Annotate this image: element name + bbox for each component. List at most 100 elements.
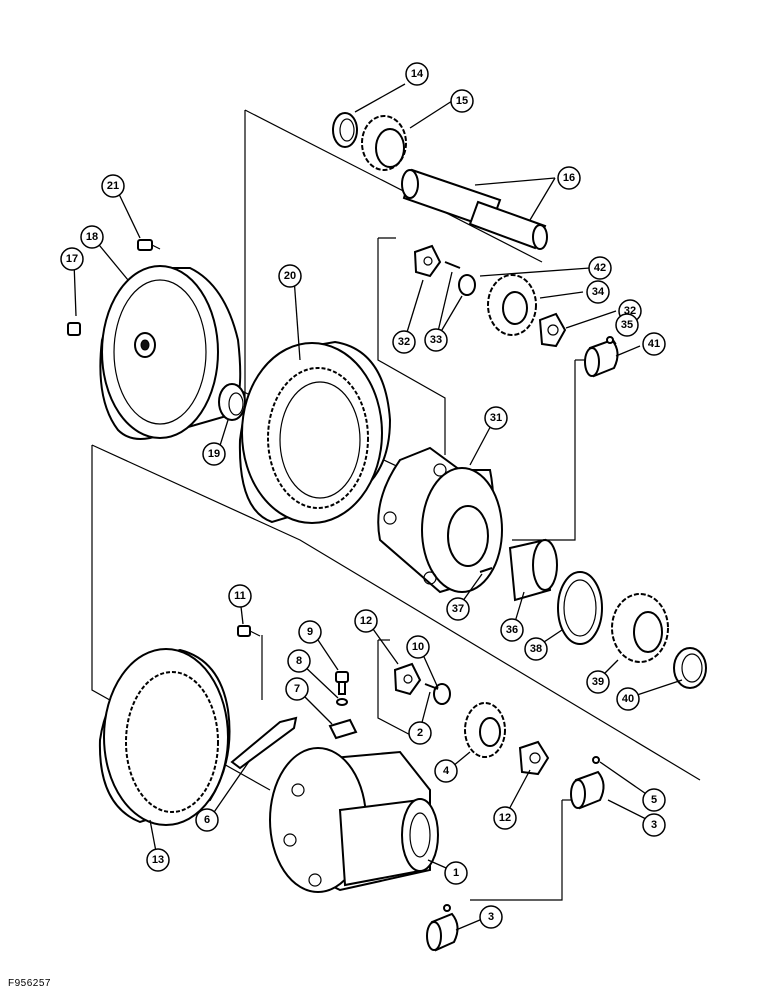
washer-33 bbox=[458, 274, 476, 296]
callout-number: 19 bbox=[208, 448, 220, 460]
pin-33 bbox=[444, 261, 461, 269]
callout-19: 19 bbox=[202, 442, 226, 466]
planet-gear-4 bbox=[464, 702, 506, 758]
callout-number: 17 bbox=[66, 253, 78, 265]
callout-7: 7 bbox=[285, 677, 309, 701]
callout-circle bbox=[202, 442, 226, 466]
callout-39: 39 bbox=[586, 670, 610, 694]
callout-number: 38 bbox=[530, 643, 542, 655]
callout-38: 38 bbox=[524, 637, 548, 661]
callout-10: 10 bbox=[406, 635, 430, 659]
thrust-plate-12b bbox=[518, 740, 550, 776]
callout-circle bbox=[146, 848, 170, 872]
callout-number: 31 bbox=[490, 412, 502, 424]
callout-circle bbox=[392, 330, 416, 354]
callout-number: 42 bbox=[594, 262, 606, 274]
ball-5 bbox=[592, 756, 600, 764]
callout-circle bbox=[586, 670, 610, 694]
callout-circle bbox=[557, 166, 581, 190]
callout-number: 3 bbox=[651, 819, 657, 831]
planet-carrier-31 bbox=[377, 446, 503, 594]
thrust-plate-32a bbox=[413, 244, 442, 278]
callout-number: 11 bbox=[234, 590, 246, 602]
gear-39 bbox=[611, 593, 669, 663]
callout-circle bbox=[444, 861, 468, 885]
plug-17 bbox=[67, 322, 81, 336]
washer-8 bbox=[336, 698, 348, 706]
callout-circle bbox=[424, 328, 448, 352]
callout-number: 12 bbox=[360, 615, 372, 627]
callout-circle bbox=[285, 677, 309, 701]
callout-number: 32 bbox=[398, 336, 410, 348]
callout-circle bbox=[298, 620, 322, 644]
callout-circle bbox=[60, 247, 84, 271]
snap-ring-14 bbox=[332, 112, 358, 148]
callout-number: 16 bbox=[563, 172, 575, 184]
callout-37: 37 bbox=[446, 597, 470, 621]
callout-number: 6 bbox=[204, 814, 210, 826]
callout-6: 6 bbox=[195, 808, 219, 832]
callout-number: 1 bbox=[453, 867, 459, 879]
callout-number: 2 bbox=[417, 727, 423, 739]
thrust-plate-12a bbox=[393, 662, 422, 696]
callout-circle bbox=[524, 637, 548, 661]
callout-number: 37 bbox=[452, 603, 464, 615]
callout-circle bbox=[642, 332, 666, 356]
callout-circle bbox=[479, 905, 503, 929]
bolt-21 bbox=[137, 239, 161, 251]
callout-40: 40 bbox=[616, 687, 640, 711]
callout-number: 3 bbox=[488, 911, 494, 923]
callout-number: 15 bbox=[456, 95, 468, 107]
callout-11: 11 bbox=[228, 584, 252, 608]
callout-number: 33 bbox=[430, 334, 442, 346]
callout-number: 9 bbox=[307, 626, 313, 638]
callout-21: 21 bbox=[101, 174, 125, 198]
callout-circle bbox=[450, 89, 474, 113]
callout-circle bbox=[616, 687, 640, 711]
callout-number: 18 bbox=[86, 231, 98, 243]
ball-35 bbox=[606, 336, 614, 344]
callout-number: 40 bbox=[622, 693, 634, 705]
callout-circle bbox=[434, 759, 458, 783]
callout-12b: 12 bbox=[493, 806, 517, 830]
callout-number: 13 bbox=[152, 854, 164, 866]
callout-circle bbox=[446, 597, 470, 621]
bracket-6 bbox=[230, 716, 298, 770]
callout-42: 42 bbox=[588, 256, 612, 280]
callout-15: 15 bbox=[450, 89, 474, 113]
callout-circle bbox=[228, 584, 252, 608]
callout-number: 12 bbox=[499, 812, 511, 824]
callout-circle bbox=[500, 618, 524, 642]
bolt-11 bbox=[237, 625, 261, 637]
callout-3b: 3 bbox=[479, 905, 503, 929]
planet-pin-41 bbox=[584, 338, 619, 378]
ring-gear-13 bbox=[98, 648, 231, 826]
callout-number: 5 bbox=[651, 794, 657, 806]
ring-gear-housing-20 bbox=[238, 340, 392, 524]
callout-number: 10 bbox=[412, 641, 424, 653]
callouts: 1415162118172042343232333541193137363839… bbox=[60, 62, 666, 929]
gear-15 bbox=[361, 115, 407, 171]
callout-circle bbox=[101, 174, 125, 198]
callout-4: 4 bbox=[434, 759, 458, 783]
bearing-19 bbox=[218, 383, 246, 421]
figure-reference: F956257 bbox=[8, 978, 51, 989]
callout-circle bbox=[484, 406, 508, 430]
planet-pin-3a bbox=[570, 770, 605, 810]
callout-circle bbox=[278, 264, 302, 288]
callout-circle bbox=[586, 280, 610, 304]
callout-circle bbox=[80, 225, 104, 249]
callout-circle bbox=[493, 806, 517, 830]
roll-pin-37 bbox=[479, 567, 493, 573]
callout-number: 35 bbox=[621, 319, 633, 331]
callout-32a: 32 bbox=[392, 330, 416, 354]
callout-circle bbox=[195, 808, 219, 832]
callout-circle bbox=[642, 788, 666, 812]
callout-circle bbox=[405, 62, 429, 86]
callout-number: 41 bbox=[648, 338, 660, 350]
callout-3a: 3 bbox=[642, 813, 666, 837]
bolt-9 bbox=[335, 671, 349, 695]
thrust-plate-32b bbox=[538, 312, 567, 348]
callout-circle bbox=[408, 721, 432, 745]
